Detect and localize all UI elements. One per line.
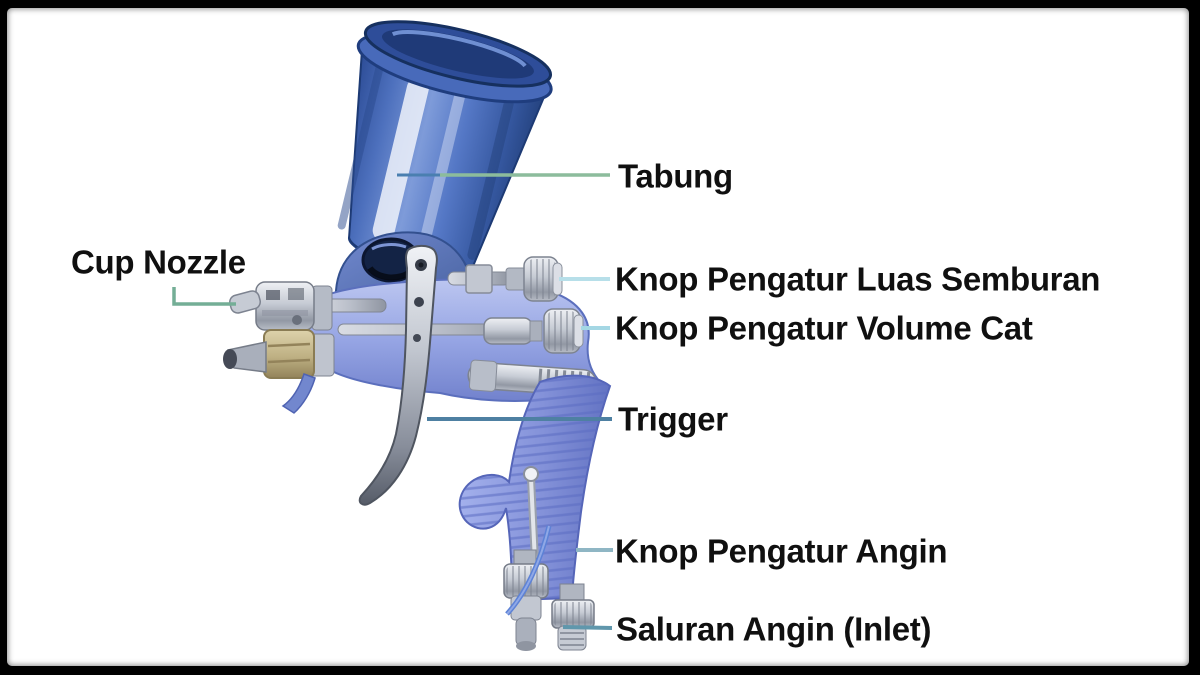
label-tabung: Tabung bbox=[618, 157, 733, 195]
blue-tube-glint bbox=[506, 525, 550, 615]
fluid-volume-knob bbox=[483, 308, 584, 354]
cup-highlight-2 bbox=[418, 92, 465, 249]
knob-nut bbox=[505, 267, 527, 291]
brass-groove-2 bbox=[267, 358, 311, 364]
knurl-texture bbox=[554, 602, 592, 626]
packing-nut bbox=[483, 317, 533, 345]
aircap-groove bbox=[262, 310, 308, 316]
cup-opening bbox=[382, 29, 534, 79]
spray-width-knob bbox=[447, 256, 563, 302]
air-valve-stem bbox=[529, 477, 537, 563]
hex-block bbox=[465, 264, 493, 294]
brass-retaining-ring bbox=[263, 329, 315, 379]
label-knop-pengatur-volume-cat: Knop Pengatur Volume Cat bbox=[615, 309, 1033, 347]
fluid-tip-orifice bbox=[223, 349, 237, 369]
knurl-texture bbox=[506, 566, 546, 596]
leader-saluran bbox=[562, 625, 613, 630]
nozzle-assembly bbox=[223, 281, 335, 414]
valve-bolt bbox=[523, 466, 539, 482]
aircap-horn bbox=[229, 290, 261, 314]
label-knop-pengatur-angin: Knop Pengatur Angin bbox=[615, 532, 948, 570]
label-knop-pengatur-luas-semburan: Knop Pengatur Luas Semburan bbox=[615, 260, 1101, 298]
knurl-texture bbox=[526, 259, 556, 299]
brass-groove-1 bbox=[267, 342, 311, 348]
label-cup-nozzle: Cup Nozzle bbox=[71, 243, 246, 281]
trigger-lever bbox=[358, 244, 438, 506]
cup-shade-left bbox=[337, 63, 384, 230]
hole-glint bbox=[371, 242, 407, 251]
leader-cup-nozzle bbox=[172, 287, 236, 306]
trigger-screw-1-center bbox=[418, 262, 424, 268]
paint-cup bbox=[337, 20, 553, 275]
trigger-screw-3 bbox=[413, 334, 421, 342]
housing-nut bbox=[468, 359, 498, 392]
trigger-screw-2 bbox=[414, 297, 424, 307]
label-saluran-angin-inlet: Saluran Angin (Inlet) bbox=[616, 610, 932, 648]
knurl-texture bbox=[546, 311, 578, 351]
air-cap bbox=[255, 281, 315, 331]
leader-lines bbox=[172, 173, 613, 630]
cup-rim-glint bbox=[391, 30, 527, 68]
cup-shade-right bbox=[467, 99, 514, 260]
aircap-detail-1 bbox=[266, 290, 280, 300]
aircap-screw bbox=[292, 315, 302, 325]
label-trigger: Trigger bbox=[618, 400, 728, 438]
cup-highlight bbox=[372, 77, 429, 242]
knob-ring bbox=[529, 320, 543, 342]
lower-horn-tube bbox=[281, 373, 316, 414]
air-inlet-fitting bbox=[551, 583, 595, 651]
air-adjust-knob bbox=[503, 549, 549, 651]
knob-cap bbox=[573, 314, 584, 348]
fitting-end bbox=[516, 641, 536, 651]
aircap-ring bbox=[311, 285, 333, 331]
diagram-background bbox=[7, 8, 1189, 666]
aircap-detail-2 bbox=[288, 288, 304, 300]
